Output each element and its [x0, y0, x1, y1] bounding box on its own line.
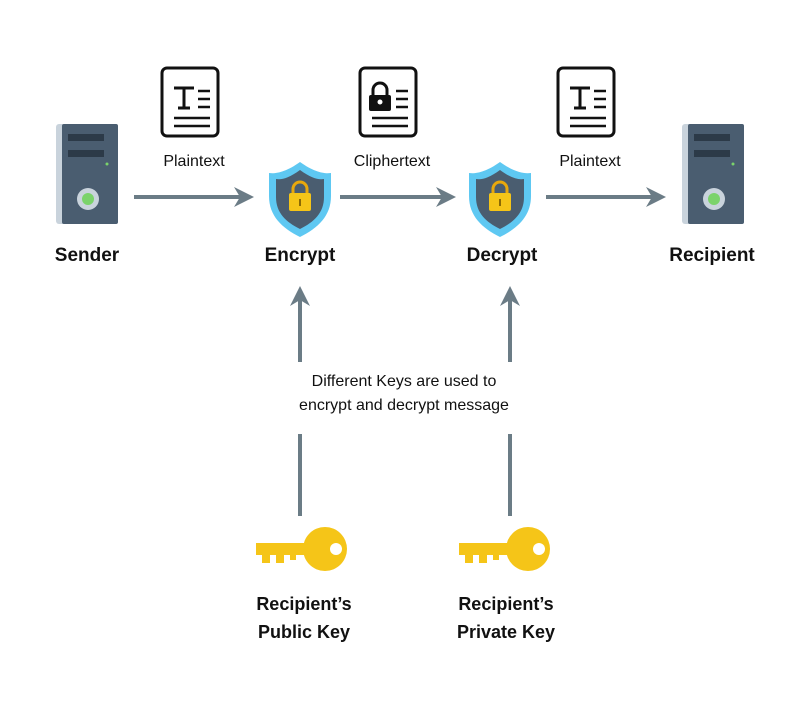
plaintext-label: Plaintext	[163, 153, 225, 170]
public-key-icon	[256, 527, 347, 571]
private-key-label-line2: Private Key	[456, 622, 556, 642]
ciphertext-label: Cliphertext	[353, 153, 431, 170]
plaintext-document-icon	[556, 66, 616, 138]
public-key-label-line1: Recipient’s	[256, 594, 352, 614]
plaintext-output-label: Plaintext	[559, 153, 621, 170]
recipient-server-icon	[682, 124, 744, 224]
decrypt-label: Decrypt	[466, 245, 538, 266]
public-key-label-line2: Public Key	[257, 622, 351, 642]
ciphertext-document-icon	[358, 66, 418, 138]
plaintext-document-icon	[160, 66, 220, 138]
private-key-label: Recipient’s Private Key	[457, 590, 555, 646]
public-key-label: Recipient’s Public Key	[256, 590, 351, 646]
keys-note: Different Keys are used to encrypt and d…	[299, 370, 509, 418]
private-key-label-line1: Recipient’s	[458, 594, 554, 614]
sender-server-icon	[56, 124, 118, 224]
private-key-icon	[459, 527, 550, 571]
keys-note-line2: encrypt and decrypt message	[299, 397, 509, 414]
sender-label: Sender	[54, 245, 120, 266]
recipient-label: Recipient	[669, 245, 755, 266]
decrypt-shield-icon	[469, 162, 531, 237]
encrypt-shield-icon	[269, 162, 331, 237]
keys-note-line1: Different Keys are used to	[311, 373, 497, 390]
encrypt-label: Encrypt	[264, 245, 336, 266]
